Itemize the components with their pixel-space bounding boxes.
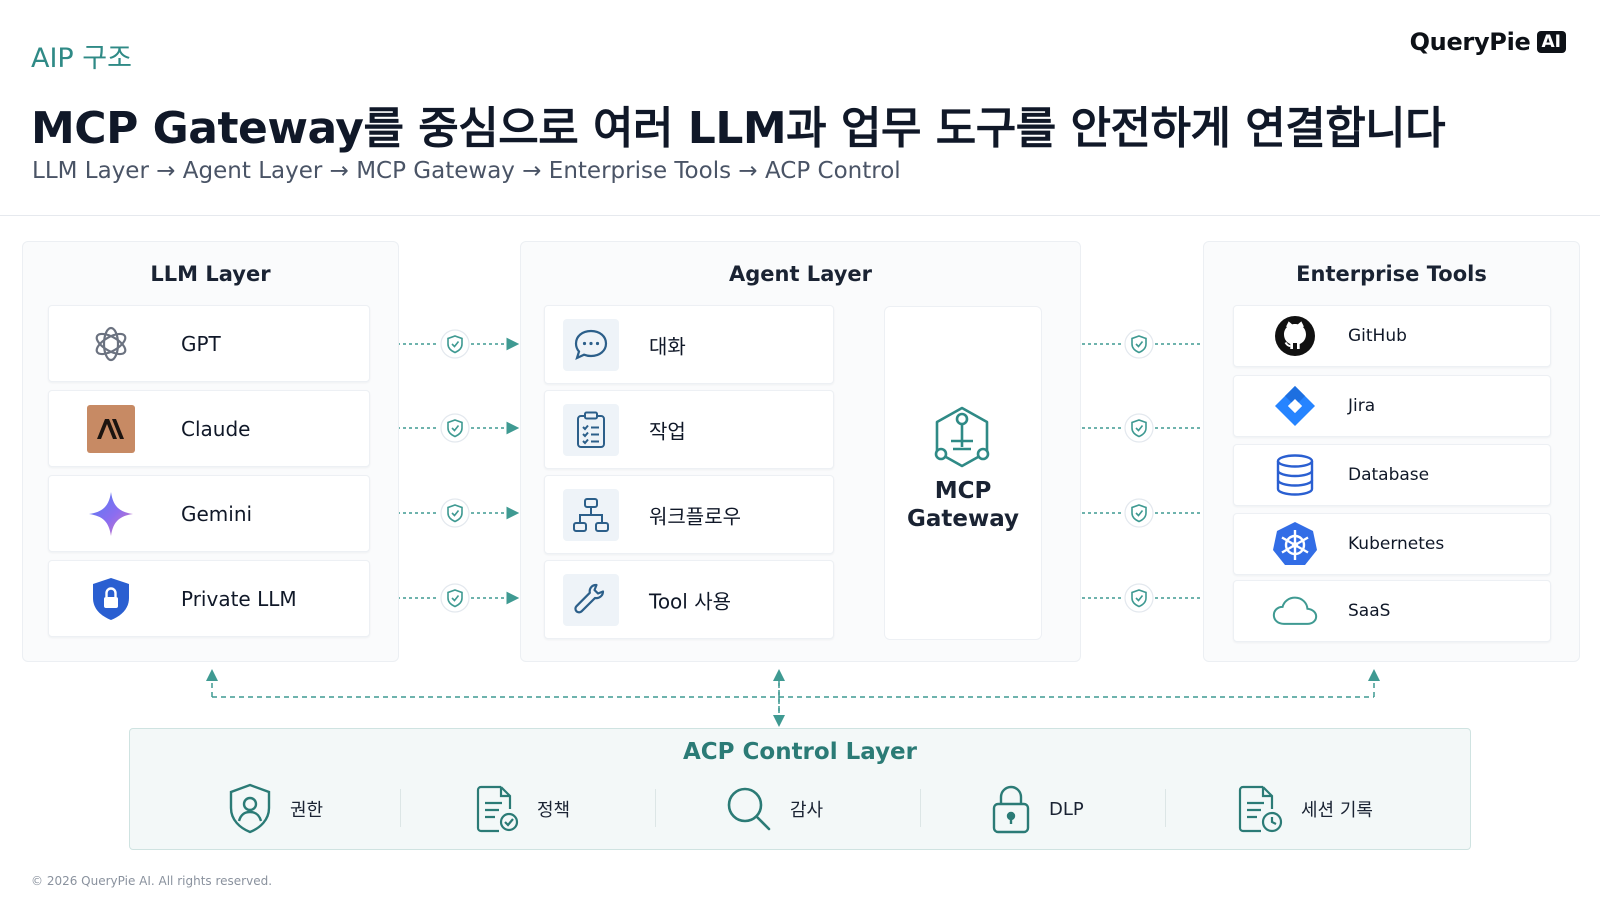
- shield-check-icon: [440, 329, 470, 359]
- agent-card-chat[interactable]: 대화: [544, 305, 834, 384]
- tool-label-database: Database: [1348, 465, 1430, 485]
- brand-badge: AI: [1536, 31, 1566, 53]
- mcp-gateway-box[interactable]: MCP Gateway: [884, 306, 1042, 640]
- llm-label-private-llm: Private LLM: [181, 586, 297, 611]
- shield-check-icon: [1124, 329, 1154, 359]
- user-shield-icon: [229, 783, 271, 834]
- llm-card-private-llm[interactable]: Private LLM: [48, 560, 370, 637]
- acp-label-policy: 정책: [537, 800, 571, 821]
- gateway-label-line1: MCP: [934, 478, 992, 504]
- gateway-label: MCP Gateway: [885, 477, 1041, 533]
- jira-icon: [1272, 383, 1318, 429]
- shield-check-icon: [440, 413, 470, 443]
- openai-icon: [87, 320, 135, 368]
- workflow-tree-icon: [563, 488, 619, 541]
- agent-label-tool-use: Tool 사용: [649, 589, 732, 613]
- llm-card-gpt[interactable]: GPT: [48, 305, 370, 382]
- acp-control-layer: ACP Control Layer 권한 정책 감사: [129, 728, 1471, 850]
- tool-label-github: GitHub: [1348, 326, 1407, 346]
- brand-logo: QueryPie AI: [1410, 28, 1566, 56]
- page-subtitle: LLM Layer → Agent Layer → MCP Gateway → …: [32, 158, 901, 184]
- shield-lock-icon: [87, 575, 135, 623]
- acp-label-permission: 권한: [290, 800, 324, 821]
- agent-card-tool-use[interactable]: Tool 사용: [544, 560, 834, 639]
- llm-label-gpt: GPT: [181, 331, 221, 356]
- acp-label-dlp: DLP: [1049, 798, 1084, 820]
- acp-item-dlp[interactable]: DLP: [991, 781, 1084, 837]
- acp-title: ACP Control Layer: [682, 739, 918, 765]
- magnifier-icon: [727, 787, 771, 831]
- tool-card-kubernetes[interactable]: Kubernetes: [1233, 513, 1551, 575]
- brand-word: QueryPie: [1409, 28, 1531, 56]
- acp-bus: [206, 669, 1380, 727]
- header-divider: [0, 215, 1600, 216]
- llm-layer-title: LLM Layer: [150, 262, 271, 286]
- anthropic-icon: [87, 404, 135, 453]
- agent-label-workflow: 워크플로우: [649, 504, 741, 528]
- agent-label-chat: 대화: [649, 334, 686, 358]
- tool-label-saas: SaaS: [1348, 601, 1391, 621]
- agent-layer-title: Agent Layer: [728, 262, 873, 286]
- shield-check-icon: [1124, 498, 1154, 528]
- acp-separator: [655, 789, 656, 827]
- agent-label-task: 작업: [649, 419, 686, 443]
- chat-bubble-icon: [563, 318, 619, 371]
- acp-item-permission[interactable]: 권한: [228, 781, 323, 837]
- wrench-icon: [563, 573, 619, 626]
- shield-check-icon: [1124, 413, 1154, 443]
- acp-item-session-log[interactable]: 세션 기록: [1237, 781, 1373, 837]
- tool-label-kubernetes: Kubernetes: [1348, 534, 1445, 554]
- acp-separator: [400, 789, 401, 827]
- acp-label-audit: 감사: [790, 800, 824, 821]
- tool-label-jira: Jira: [1348, 396, 1376, 416]
- gateway-label-line2: Gateway: [906, 506, 1020, 532]
- acp-label-session-log: 세션 기록: [1301, 800, 1373, 821]
- tool-card-github[interactable]: GitHub: [1233, 305, 1551, 367]
- acp-item-policy[interactable]: 정책: [475, 781, 570, 837]
- kubernetes-icon: [1272, 521, 1318, 567]
- acp-item-audit[interactable]: 감사: [726, 781, 823, 837]
- gemini-icon: [87, 490, 135, 538]
- github-icon: [1272, 313, 1318, 359]
- shield-check-icon: [440, 498, 470, 528]
- agent-card-task[interactable]: 작업: [544, 390, 834, 469]
- padlock-icon: [992, 785, 1030, 834]
- shield-check-icon: [440, 583, 470, 613]
- page-title: MCP Gateway를 중심으로 여러 LLM과 업무 도구를 안전하게 연결…: [31, 103, 1446, 154]
- llm-label-claude: Claude: [181, 416, 251, 441]
- gateway-network-icon: [934, 406, 990, 468]
- acp-separator: [920, 789, 921, 827]
- footer-copyright: © 2026 QueryPie AI. All rights reserved.: [31, 874, 273, 888]
- clipboard-checklist-icon: [563, 403, 619, 456]
- section-kicker: AIP 구조: [31, 43, 132, 74]
- policy-document-icon: [476, 785, 519, 833]
- session-log-icon: [1238, 785, 1283, 833]
- agent-card-workflow[interactable]: 워크플로우: [544, 475, 834, 554]
- tool-card-saas[interactable]: SaaS: [1233, 580, 1551, 642]
- cloud-icon: [1272, 588, 1318, 634]
- tool-card-jira[interactable]: Jira: [1233, 375, 1551, 437]
- acp-separator: [1165, 789, 1166, 827]
- llm-label-gemini: Gemini: [181, 501, 253, 526]
- enterprise-tools-title: Enterprise Tools: [1296, 262, 1487, 286]
- tool-card-database[interactable]: Database: [1233, 444, 1551, 506]
- llm-card-claude[interactable]: Claude: [48, 390, 370, 467]
- shield-check-icon: [1124, 583, 1154, 613]
- llm-card-gemini[interactable]: Gemini: [48, 475, 370, 552]
- database-icon: [1272, 452, 1318, 498]
